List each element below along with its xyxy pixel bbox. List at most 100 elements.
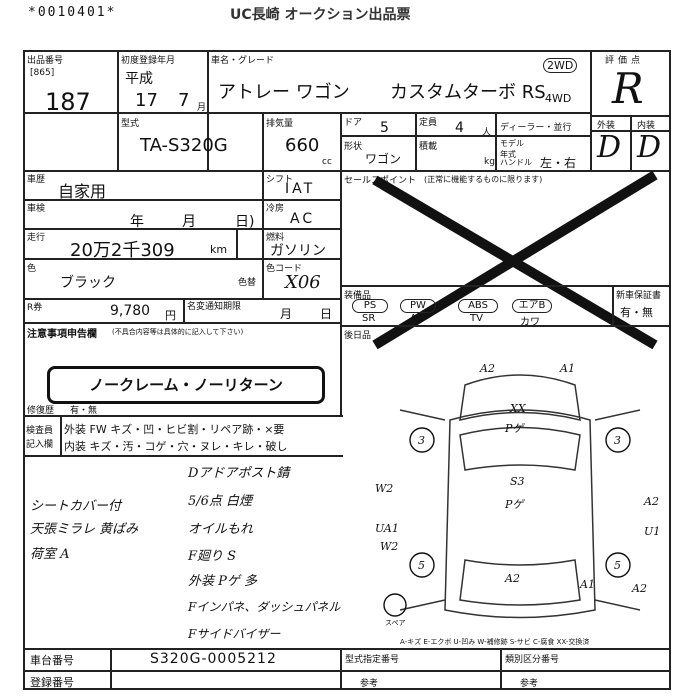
- diagram-mark-4: 3: [418, 434, 425, 447]
- handnote-right-3: オイルもれ: [188, 522, 254, 537]
- fuel-value: ガソリン: [270, 243, 326, 259]
- form-frame: [23, 50, 671, 690]
- handnote-left-2: 天張ミラレ 黄ばみ: [30, 522, 139, 537]
- new-car-warranty-label: 新車保証書: [616, 291, 662, 301]
- handnote-left-1: シートカバー付: [30, 499, 122, 514]
- inspector-label2: 記入欄: [26, 440, 54, 450]
- inspector-label1: 検査員: [26, 426, 54, 436]
- name-change-label: 名変通知期限: [187, 302, 242, 312]
- equip-ps: PS: [352, 299, 388, 313]
- registration-label: 初度登録年月: [121, 56, 176, 66]
- color-code: X06: [285, 272, 321, 293]
- equip-tv: TV: [470, 313, 483, 324]
- diagram-mark-5: 3: [614, 434, 621, 447]
- color-value: ブラック: [60, 275, 116, 291]
- capacity-unit: 人: [482, 128, 492, 138]
- diagram-mark-2: XX: [509, 402, 527, 415]
- shift-label: シフト: [266, 175, 294, 185]
- inspection-day: 日): [235, 214, 255, 230]
- rating-label: 評価点: [605, 56, 645, 66]
- capacity-label: 定員: [419, 118, 438, 128]
- class-no-label: 類別区分番号: [505, 655, 560, 665]
- equip-airbag: エアB: [512, 299, 552, 313]
- handnote-right-5: 外装 Pゲ 多: [188, 574, 258, 589]
- mileage-label: 走行: [27, 233, 46, 243]
- model-year-label: モデル年式: [500, 139, 524, 159]
- handnote-right-6: Fインパネ、ダッシュパネル: [188, 600, 341, 614]
- load-unit: kg: [484, 157, 495, 167]
- doors-label: ドア: [344, 118, 363, 128]
- spare-label: スペア: [385, 619, 406, 627]
- shape-label: 形状: [344, 142, 363, 152]
- rating-int-label: 内装: [637, 121, 656, 131]
- diagram-mark-3: Pゲ: [504, 422, 525, 435]
- lot-number: 187: [45, 88, 91, 116]
- aircon-label: 冷房: [266, 204, 285, 214]
- car-damage-diagram: A2 A1 XX Pゲ 3 3 W2 S3 Pゲ A2 U1 UA1 W2 5 …: [375, 362, 660, 627]
- cross-out-mark: [372, 170, 658, 350]
- dealer-label: ディーラー・並行: [500, 123, 572, 133]
- diagram-mark-9: A2: [643, 495, 659, 508]
- diagram-mark-1: A1: [559, 362, 575, 375]
- color-label: 色: [27, 264, 37, 274]
- diagram-mark-13: 5: [418, 559, 425, 572]
- capacity-value: 4: [455, 120, 464, 136]
- diagram-mark-0: A2: [479, 362, 495, 375]
- type-no-label: 型式指定番号: [345, 655, 400, 665]
- rating-int: D: [637, 130, 662, 165]
- color-code-label: 色コード: [266, 264, 303, 274]
- diagram-mark-6: W2: [375, 482, 393, 495]
- equip-aw: AW: [410, 313, 427, 324]
- registration-month: 7: [178, 90, 190, 111]
- lot-label: 出品番号: [27, 56, 64, 66]
- displacement-label: 排気量: [266, 119, 294, 129]
- serial-number: *0010401*: [28, 5, 117, 20]
- diagram-mark-16: A1: [579, 578, 595, 591]
- rear-items-label: 後日品: [344, 331, 372, 341]
- sales-point-hint: (正常に機能するものに限ります): [424, 175, 543, 184]
- inspector-int-row: 内装 キズ・汚・コゲ・穴・ヌレ・キレ・破し: [64, 440, 288, 453]
- inspection-year: 年: [130, 214, 144, 230]
- equip-abs: ABS: [458, 299, 498, 313]
- diagram-mark-10: U1: [644, 525, 660, 538]
- mileage-unit: km: [210, 243, 228, 256]
- rating-ext: D: [597, 130, 622, 165]
- shift-value: IAT: [285, 181, 316, 197]
- drive-4wd: 4WD: [545, 92, 572, 105]
- handnote-right-4: F廻り S: [188, 549, 237, 564]
- handnote-right-2: 5/6点 白煙: [188, 494, 253, 509]
- notes-label: 注意事項申告欄: [27, 329, 97, 340]
- registration-month-unit: 月: [197, 103, 207, 113]
- tax-unit: 円: [165, 309, 176, 322]
- handnote-right-7: Fサイドバイザー: [188, 627, 281, 641]
- name-change-month: 月: [280, 307, 293, 321]
- repair-value: 有・無: [70, 406, 98, 416]
- model-label: 車名・グレード: [211, 56, 275, 66]
- tax-value: 9,780: [110, 303, 151, 319]
- diagram-mark-8: Pゲ: [504, 498, 525, 511]
- equip-sr: SR: [362, 313, 376, 324]
- fuel-label: 燃料: [266, 233, 285, 243]
- type-label: 型式: [121, 119, 140, 129]
- load-label: 積載: [419, 142, 438, 152]
- type-value: TA-S320G: [140, 135, 228, 156]
- usage-label: 車歴: [27, 175, 46, 185]
- diagram-mark-15: A2: [504, 572, 520, 585]
- displacement-unit: cc: [322, 157, 332, 167]
- form-title: UC長崎 オークション出品票: [230, 7, 411, 23]
- equipment-label: 装備品: [344, 291, 372, 301]
- frame-value: S320G-0005212: [150, 651, 277, 667]
- handle-label: ハンドル: [500, 158, 532, 167]
- inspector-ext-row: 外装 FW キズ・凹・ヒビ割・リペア跡・×要: [64, 423, 285, 436]
- class-no-ref: 参考: [520, 679, 539, 689]
- aircon-value: AC: [290, 211, 316, 227]
- registration-year: 17: [135, 90, 158, 111]
- displacement-value: 660: [285, 135, 320, 156]
- handnote-right-1: Dアドアポスト錆: [188, 466, 290, 481]
- diagram-mark-14: 5: [614, 559, 621, 572]
- shape-value: ワゴン: [365, 152, 402, 166]
- rating-ext-label: 外装: [597, 121, 616, 131]
- equip-pw: PW: [400, 299, 436, 313]
- lot-code: [865]: [30, 68, 55, 78]
- diagram-mark-7: S3: [510, 475, 525, 488]
